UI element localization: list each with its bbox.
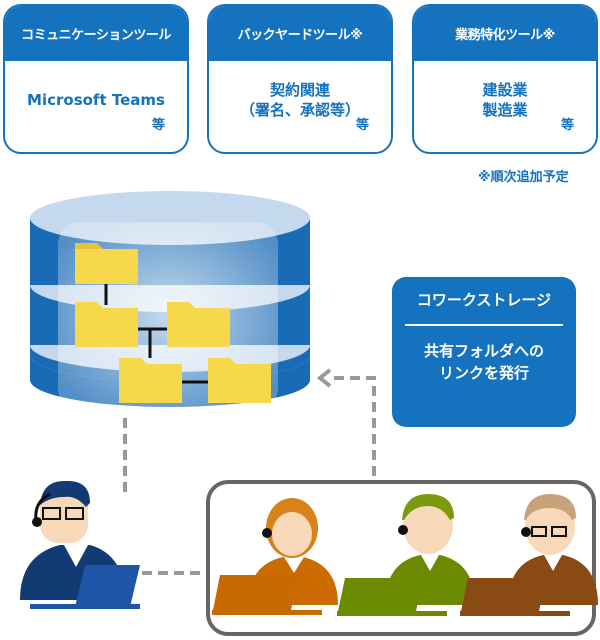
laptop-icon xyxy=(337,578,447,616)
card-communication-tool: コミュニケーションツール Microsoft Teams 等 xyxy=(3,4,189,154)
card-title: 業務特化ツール※ xyxy=(414,6,596,61)
folder-icon xyxy=(119,358,182,403)
folder-icon xyxy=(75,302,138,347)
coworks-description: 共有フォルダへの リンクを発行 xyxy=(423,342,544,382)
footnote: ※順次追加予定 xyxy=(478,170,569,185)
divider xyxy=(405,324,563,326)
card-tail: 等 xyxy=(560,118,574,133)
folder-icon xyxy=(167,302,230,347)
card-body-text: 契約関連 （署名、承認等） xyxy=(239,80,360,119)
dashed-connector xyxy=(123,376,376,575)
laptop-icon xyxy=(460,578,570,616)
card-industry-tool: 業務特化ツール※ 建設業 製造業 等 xyxy=(412,4,598,154)
coworks-storage-box: コワークストレージ 共有フォルダへの リンクを発行 xyxy=(392,277,576,427)
laptop-icon xyxy=(212,575,322,615)
folder-icon xyxy=(75,243,138,284)
card-tail: 等 xyxy=(355,118,369,133)
card-title: コミュニケーションツール xyxy=(5,6,187,61)
coworks-title: コワークストレージ xyxy=(416,291,552,309)
folder-tree xyxy=(104,284,208,384)
card-tail: 等 xyxy=(151,118,165,133)
card-backyard-tool: バックヤードツール※ 契約関連 （署名、承認等） 等 xyxy=(207,4,393,154)
card-body-text: Microsoft Teams xyxy=(27,90,165,109)
card-body-text: 建設業 製造業 xyxy=(482,80,528,119)
arrow-head-icon xyxy=(316,368,332,388)
folder-icon xyxy=(208,358,271,403)
laptop-icon xyxy=(30,565,140,609)
card-title: バックヤードツール※ xyxy=(209,6,391,61)
